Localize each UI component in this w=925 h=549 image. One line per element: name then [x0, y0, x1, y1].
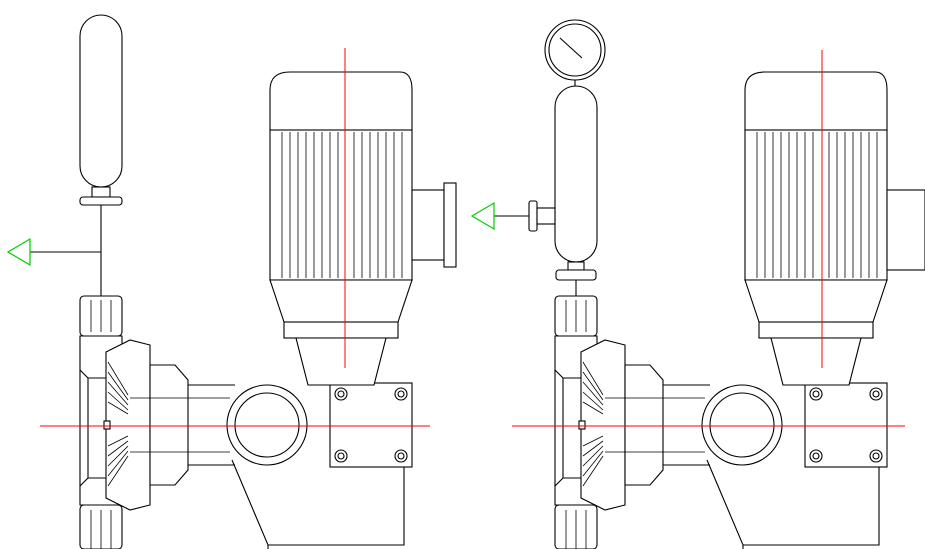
flow-arrow-icon — [470, 201, 495, 231]
pulsation-dampener — [554, 85, 598, 296]
electric-motor — [744, 71, 925, 386]
drive-housing — [605, 364, 888, 549]
flow-arrow-icon — [6, 237, 31, 267]
pressure-gauge-icon — [544, 19, 606, 86]
left-pump-view — [6, 14, 457, 549]
drive-housing — [130, 364, 413, 549]
pulsation-dampener — [79, 14, 123, 296]
isolation-valve-icon — [528, 200, 556, 232]
pump-head — [79, 295, 151, 549]
right-pump-view — [470, 19, 925, 549]
pump-head — [554, 295, 626, 549]
electric-motor — [269, 71, 457, 386]
